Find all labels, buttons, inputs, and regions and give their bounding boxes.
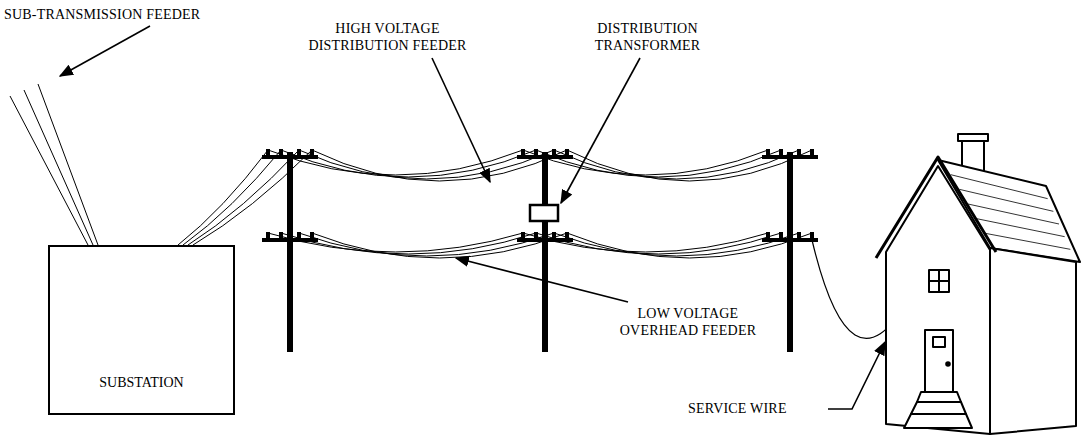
step: [904, 414, 972, 428]
door-knob: [946, 362, 950, 366]
leader-arrow: [60, 26, 150, 76]
transformer-box: [530, 205, 558, 221]
side-wall: [990, 248, 1076, 434]
door-window: [933, 337, 945, 347]
callout-label: SUB-TRANSMISSION FEEDER: [4, 6, 200, 23]
pole: [542, 152, 548, 352]
callout-label: SERVICE WIRE: [688, 400, 787, 417]
door: [925, 330, 953, 392]
feeder-wire: [567, 150, 812, 181]
feeder-wire: [554, 233, 799, 256]
sub-transmission-lines: [24, 90, 93, 245]
crossarm: [762, 155, 818, 159]
leader-arrow: [456, 258, 628, 302]
step: [917, 392, 961, 402]
window: [929, 270, 949, 292]
utility-pole: [762, 149, 818, 352]
roof-line: [959, 189, 1053, 211]
sub-transmission-lines: [38, 84, 98, 245]
feeder-wire: [523, 233, 768, 252]
leader-arrow: [432, 58, 490, 182]
feeder-wire: [523, 150, 768, 175]
sub-transmission-lines: [10, 84, 98, 245]
sub-transmission-lines: [10, 96, 88, 245]
feeder-wire: [536, 233, 781, 254]
feeder-wire: [193, 150, 312, 245]
utility-pole: [517, 149, 573, 352]
feeder-wire: [188, 150, 299, 245]
step: [911, 402, 966, 414]
roof-line: [985, 233, 1070, 249]
callout-label: DISTRIBUTION TRANSFORMER: [580, 20, 715, 54]
feeder-wire: [312, 233, 567, 258]
feeder-wire: [554, 150, 799, 179]
roof-line: [968, 204, 1059, 224]
feeder-wire: [281, 150, 536, 177]
pole: [287, 152, 293, 352]
feeder-wire: [299, 233, 554, 256]
roof-edge: [876, 157, 996, 258]
callout-label: HIGH VOLTAGE DISTRIBUTION FEEDER: [290, 20, 485, 54]
chimney-cap: [958, 134, 988, 141]
feeder-wire: [312, 150, 567, 181]
roof-texture: [951, 175, 1071, 250]
feeder-wires: [178, 150, 812, 258]
utility-pole: [262, 149, 818, 352]
leader-arrow: [561, 58, 640, 203]
front-wall: [886, 166, 990, 434]
feeder-wire: [183, 150, 281, 245]
feeder-wire: [299, 150, 554, 179]
node-label: SUBSTATION: [99, 374, 183, 391]
callout-label: LOW VOLTAGE OVERHEAD FEEDER: [598, 305, 778, 339]
roof-line: [951, 175, 1048, 199]
feeder-wire: [567, 233, 812, 258]
pole: [787, 152, 793, 352]
substation-box: SUBSTATION: [48, 245, 235, 415]
leader-arrow: [828, 342, 885, 409]
feeder-wire: [536, 150, 781, 177]
window-bar: [929, 280, 949, 282]
feeder-wire: [178, 150, 268, 245]
house: [876, 134, 1080, 434]
